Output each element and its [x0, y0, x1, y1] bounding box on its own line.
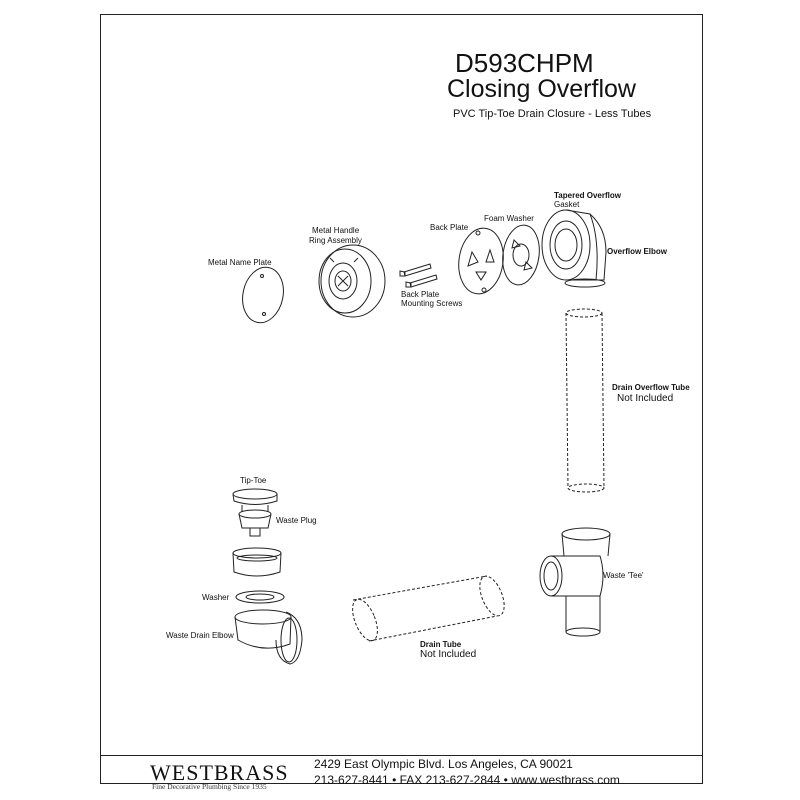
company-address: 2429 East Olympic Blvd. Los Angeles, CA …: [314, 757, 573, 771]
label-metal-name-plate: Metal Name Plate: [208, 258, 272, 267]
label-waste-drain-elbow: Waste Drain Elbow: [166, 631, 234, 640]
waste-plug-part: [238, 509, 272, 537]
label-washer: Washer: [202, 593, 230, 602]
label-metal-handle-2: Ring Assembly: [309, 236, 362, 245]
label-tapered-overflow-2: Gasket: [554, 200, 580, 209]
label-tip-toe: Tip-Toe: [240, 476, 267, 485]
label-waste-plug: Waste Plug: [276, 516, 317, 525]
label-waste-tee: Waste 'Tee': [603, 571, 644, 580]
label-metal-handle-1: Metal Handle: [312, 226, 360, 235]
label-back-plate: Back Plate: [430, 223, 469, 232]
label-tapered-overflow-1: Tapered Overflow: [554, 191, 621, 200]
foam-washer-part: [502, 224, 540, 286]
drain-body-ring-part: [232, 547, 282, 577]
drain-overflow-tube-part: [565, 308, 605, 493]
waste-tee-part: [539, 527, 611, 637]
back-plate-part: [458, 227, 504, 295]
overflow-elbow-part: [541, 209, 607, 288]
label-drain-overflow-tube-1: Drain Overflow Tube: [612, 383, 690, 392]
back-plate-screws-part: [399, 263, 438, 288]
model-number: D593CHPM: [455, 48, 594, 78]
company-contact: 213-627-8441 • FAX 213-627-2844 • www.we…: [314, 773, 620, 787]
tip-toe-part: [232, 488, 278, 512]
washer-part: [235, 590, 285, 604]
label-screws-1: Back Plate: [401, 290, 440, 299]
label-overflow-elbow: Overflow Elbow: [607, 247, 668, 256]
label-drain-overflow-tube-2: Not Included: [617, 393, 674, 404]
label-foam-washer: Foam Washer: [484, 214, 534, 223]
label-drain-tube-1: Drain Tube: [420, 640, 462, 649]
label-screws-2: Mounting Screws: [401, 299, 463, 308]
brand-tagline: Fine Decorative Plumbing Since 1935: [152, 782, 267, 791]
metal-name-plate-part: [242, 266, 284, 324]
footer-divider: [100, 755, 703, 756]
drawing-border: [100, 14, 703, 784]
metal-handle-ring-part: [318, 244, 386, 318]
drain-tube-part: [352, 575, 505, 642]
page-title: Closing Overflow: [447, 75, 636, 103]
brand-logo: WESTBRASS: [150, 760, 289, 785]
label-drain-tube-2: Not Included: [420, 649, 477, 660]
waste-drain-elbow-part: [234, 609, 303, 665]
page-subtitle: PVC Tip-Toe Drain Closure - Less Tubes: [453, 108, 652, 120]
